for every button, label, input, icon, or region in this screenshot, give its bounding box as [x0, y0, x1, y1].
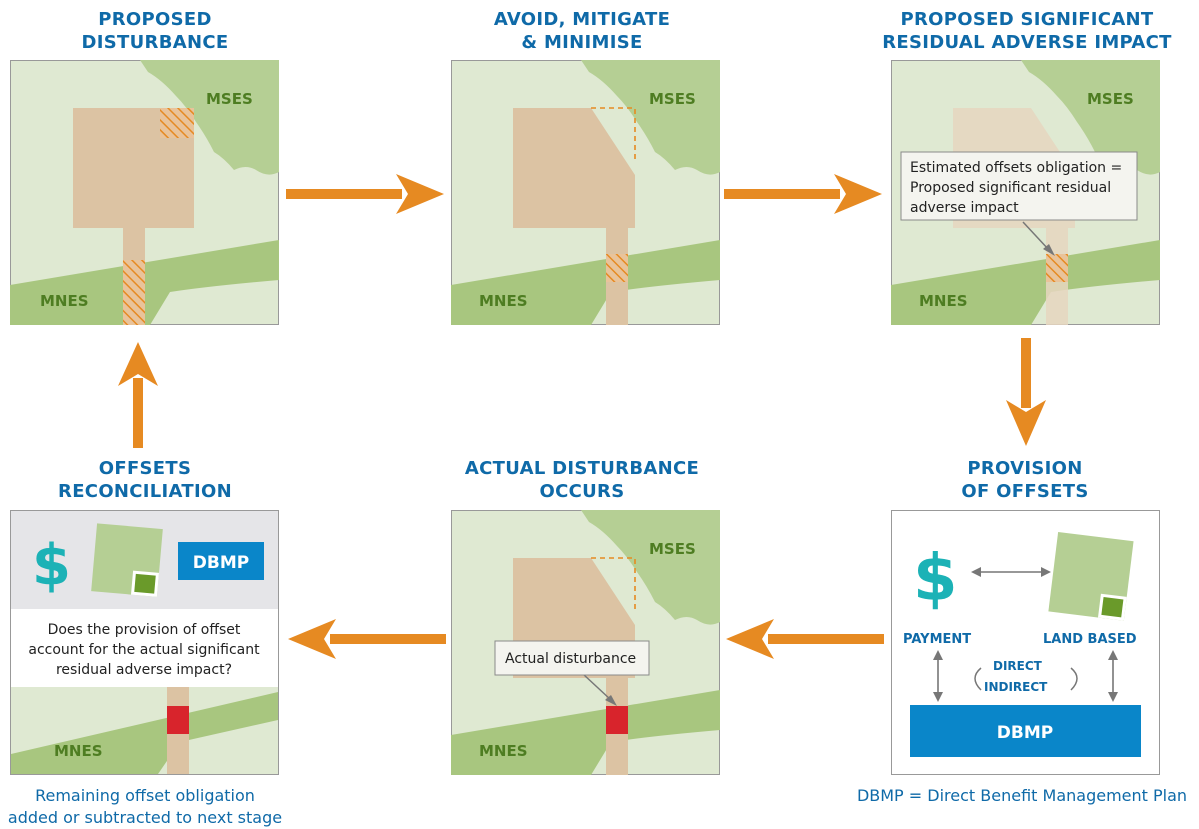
actual-impact-area — [606, 706, 628, 734]
reconciliation-question-line-3: residual adverse impact? — [56, 662, 232, 678]
flow-arrow-down — [1006, 338, 1046, 446]
mnes-area — [11, 692, 278, 774]
stage-title-proposed-disturbance: PROPOSED DISTURBANCE — [81, 9, 229, 53]
mnes-label: MNES — [919, 292, 968, 310]
arrowhead-down-icon — [1108, 692, 1118, 702]
offsets-reconciliation-panel: $ DBMP Does the provision of offset acco… — [10, 510, 279, 775]
arrowhead-down-icon — [933, 692, 943, 702]
actual-impact-area — [167, 706, 189, 734]
land-based-label: LAND BASED — [1043, 632, 1137, 647]
remaining-obligation-note: Remaining offset obligation added or sub… — [7, 786, 283, 827]
land-parcel-icon — [91, 523, 163, 597]
mses-area — [581, 510, 720, 625]
mses-label: MSES — [1087, 90, 1134, 108]
callout-pointer — [1022, 221, 1050, 251]
flow-arrow-up — [118, 342, 158, 448]
arrowhead-right-icon — [1041, 567, 1051, 577]
mses-label: MSES — [206, 90, 253, 108]
actual-disturbance-callout-text: Actual disturbance — [505, 651, 636, 667]
map-panel-residual-impact: MSES MNES Estimated offsets obligation =… — [891, 60, 1160, 325]
mnes-area — [451, 240, 720, 325]
mnes-area — [891, 240, 1160, 325]
mnes-label: MNES — [479, 742, 528, 760]
flow-arrow-right-1 — [286, 174, 444, 214]
callout-pointer-head — [1043, 244, 1055, 256]
dbmp-bar-label: DBMP — [997, 723, 1053, 743]
map-panel-actual-disturbance: MSES MNES Actual disturbance — [451, 510, 720, 775]
callout-line-1: Estimated offsets obligation = — [910, 160, 1122, 176]
dbmp-badge — [178, 542, 264, 580]
mses-overlap-hatch — [160, 108, 194, 138]
arrowhead-up-icon — [933, 650, 943, 660]
mnes-label: MNES — [40, 292, 89, 310]
dollar-icon: $ — [913, 542, 958, 616]
reconciliation-question-line-1: Does the provision of offset — [48, 622, 241, 638]
land-parcel-icon — [1048, 532, 1134, 621]
callout-pointer-head — [605, 695, 617, 706]
arrowhead-left-icon — [971, 567, 981, 577]
mnes-label: MNES — [479, 292, 528, 310]
flow-arrow-left-1 — [726, 619, 884, 659]
mses-label: MSES — [649, 540, 696, 558]
cycle-arrow-left-icon — [974, 667, 982, 691]
flow-arrow-left-2 — [288, 619, 446, 659]
residual-impact-hatch — [1046, 254, 1068, 282]
indirect-label: INDIRECT — [984, 680, 1048, 694]
mnes-overlap-hatch — [606, 254, 628, 282]
callout-pointer — [582, 673, 612, 701]
payment-label: PAYMENT — [903, 632, 971, 647]
mses-label: MSES — [649, 90, 696, 108]
stage-title-actual-disturbance: ACTUAL DISTURBANCE OCCURS — [464, 458, 700, 502]
mses-area — [140, 60, 279, 175]
stage-title-provision-of-offsets: PROVISION OF OFFSETS — [961, 458, 1089, 502]
provision-of-offsets-panel: $ PAYMENT LAND BASED DIRECT INDIRECT DBM… — [891, 510, 1160, 775]
dbmp-bar — [910, 705, 1141, 757]
mnes-label: MNES — [54, 742, 103, 760]
stage-title-residual-impact: PROPOSED SIGNIFICANT RESIDUAL ADVERSE IM… — [882, 9, 1172, 53]
reduced-disturbance-block — [513, 108, 635, 228]
stage-title-avoid-mitigate: AVOID, MITIGATE & MINIMISE — [493, 9, 671, 53]
mnes-overlap-hatch — [123, 260, 145, 325]
mnes-area — [451, 690, 720, 775]
dbmp-badge-label: DBMP — [193, 553, 249, 573]
dollar-icon: $ — [32, 533, 71, 598]
actual-disturbance-callout — [494, 640, 650, 676]
callout-line-3: adverse impact — [910, 200, 1019, 216]
arrowhead-up-icon — [1108, 650, 1118, 660]
mses-area — [581, 60, 720, 175]
stage-title-offsets-reconciliation: OFFSETS RECONCILIATION — [58, 458, 232, 502]
flow-arrow-right-2 — [724, 174, 882, 214]
estimated-obligation-callout — [900, 151, 1138, 221]
dbmp-definition-note: DBMP = Direct Benefit Management Plan — [856, 786, 1188, 805]
map-panel-avoid-mitigate: MSES MNES — [451, 60, 720, 325]
direct-label: DIRECT — [993, 659, 1043, 673]
callout-line-2: Proposed significant residual — [910, 180, 1111, 196]
reconciliation-question-line-2: account for the actual significant — [28, 642, 260, 658]
map-panel-proposed-disturbance: MSES MNES — [10, 60, 279, 325]
cycle-arrow-right-icon — [1070, 667, 1078, 691]
mses-area — [1021, 60, 1160, 175]
